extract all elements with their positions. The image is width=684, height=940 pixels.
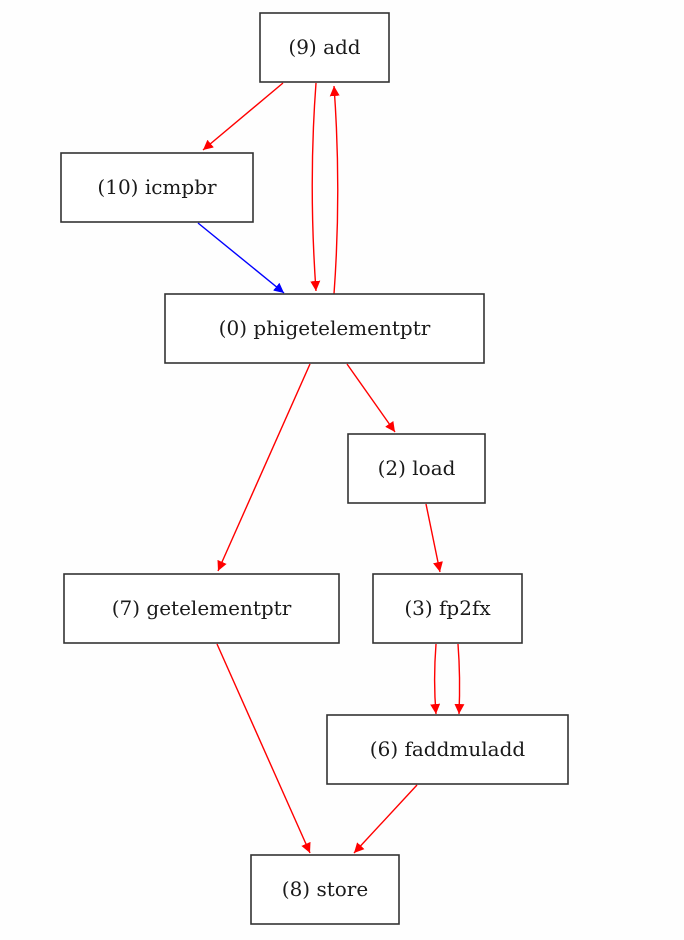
- node-6-label: (6) faddmuladd: [370, 737, 526, 761]
- node-0-label: (0) phigetelementptr: [219, 316, 431, 340]
- node-8[interactable]: (8) store: [250, 854, 400, 925]
- node-10-label: (10) icmpbr: [97, 175, 217, 199]
- node-0[interactable]: (0) phigetelementptr: [164, 293, 485, 364]
- edge-0-to-9: [329, 85, 340, 295]
- edge-0-to-2: [346, 363, 396, 433]
- node-10[interactable]: (10) icmpbr: [60, 152, 254, 223]
- edge-9-to-10: [202, 82, 284, 151]
- edge-6-to-8: [353, 784, 418, 854]
- node-9[interactable]: (9) add: [259, 12, 390, 83]
- node-7[interactable]: (7) getelementptr: [63, 573, 340, 644]
- node-7-label: (7) getelementptr: [112, 596, 292, 620]
- edge-3-to-6-b: [454, 643, 465, 715]
- node-9-label: (9) add: [288, 35, 360, 59]
- node-8-label: (8) store: [282, 877, 368, 901]
- edge-9-to-0: [310, 82, 321, 292]
- node-3[interactable]: (3) fp2fx: [372, 573, 523, 644]
- node-2-label: (2) load: [378, 456, 456, 480]
- node-6[interactable]: (6) faddmuladd: [326, 714, 569, 785]
- edge-10-to-0: [197, 222, 285, 294]
- edge-0-to-7: [217, 363, 311, 572]
- node-3-label: (3) fp2fx: [404, 596, 491, 620]
- node-2[interactable]: (2) load: [347, 433, 486, 504]
- edge-7-to-8: [216, 643, 311, 854]
- edge-2-to-3: [425, 503, 443, 573]
- edges: [197, 82, 465, 854]
- edge-3-to-6-a: [430, 643, 441, 715]
